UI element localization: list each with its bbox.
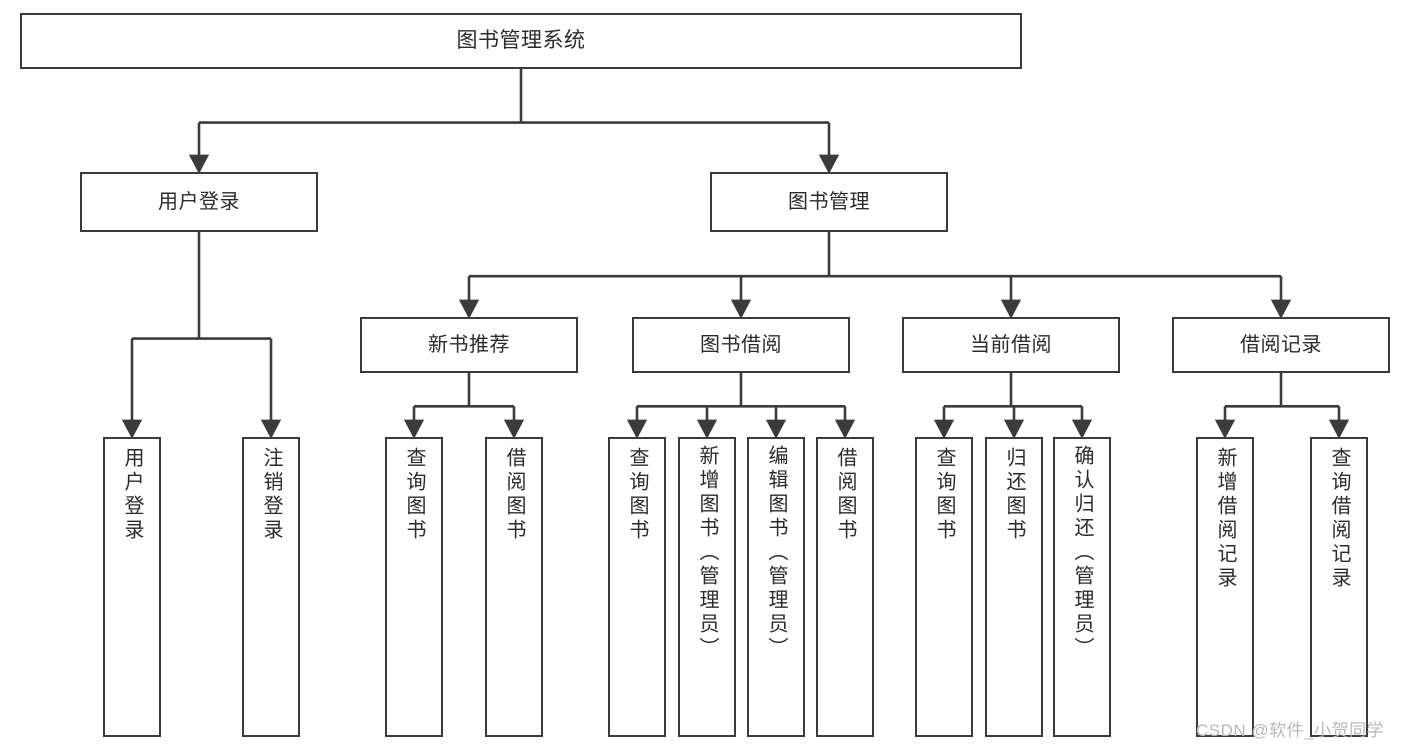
node-leaf-query-book-2[interactable]: 查询图书 [608,437,666,737]
node-leaf-add-book[interactable]: 新增图书（管理员） [678,437,736,737]
node-leaf-add-record-label: 新增借阅记录 [1214,447,1236,591]
node-leaf-query-book-3-label: 查询图书 [933,447,955,543]
node-borrow-record[interactable]: 借阅记录 [1172,317,1390,373]
node-leaf-user-login-label: 用户登录 [121,447,143,543]
node-leaf-borrow-book-2[interactable]: 借阅图书 [816,437,874,737]
node-book-manage-label: 图书管理 [788,190,870,213]
node-user-login[interactable]: 用户登录 [80,172,318,232]
node-leaf-confirm-return-label: 确认归还（管理员） [1071,445,1093,661]
node-new-book-rec-label: 新书推荐 [428,333,510,356]
node-leaf-user-login[interactable]: 用户登录 [103,437,161,737]
node-leaf-query-book-3[interactable]: 查询图书 [915,437,973,737]
node-leaf-query-book-1[interactable]: 查询图书 [385,437,443,737]
node-root[interactable]: 图书管理系统 [20,13,1022,69]
node-new-book-rec[interactable]: 新书推荐 [360,317,578,373]
node-leaf-return-book[interactable]: 归还图书 [985,437,1043,737]
node-leaf-add-record[interactable]: 新增借阅记录 [1196,437,1254,737]
node-leaf-query-record-label: 查询借阅记录 [1328,447,1350,591]
node-leaf-borrow-book-1[interactable]: 借阅图书 [485,437,543,737]
node-leaf-query-book-2-label: 查询图书 [626,447,648,543]
node-leaf-user-logout[interactable]: 注销登录 [242,437,300,737]
node-leaf-add-book-label: 新增图书（管理员） [696,445,718,661]
node-current-borrow[interactable]: 当前借阅 [902,317,1120,373]
node-current-borrow-label: 当前借阅 [970,333,1052,356]
node-leaf-borrow-book-2-label: 借阅图书 [834,447,856,543]
node-leaf-borrow-book-1-label: 借阅图书 [503,447,525,543]
node-root-label: 图书管理系统 [456,29,586,53]
node-book-borrow-label: 图书借阅 [700,333,782,356]
node-leaf-query-book-1-label: 查询图书 [403,447,425,543]
node-leaf-return-book-label: 归还图书 [1003,447,1025,543]
node-leaf-query-record[interactable]: 查询借阅记录 [1310,437,1368,737]
node-leaf-edit-book-label: 编辑图书（管理员） [765,445,787,661]
csdn-watermark: CSDN @软件_小贺同学 [1196,721,1385,740]
node-user-login-label: 用户登录 [158,190,240,213]
node-book-borrow[interactable]: 图书借阅 [632,317,850,373]
node-leaf-edit-book[interactable]: 编辑图书（管理员） [747,437,805,737]
node-borrow-record-label: 借阅记录 [1240,333,1322,356]
node-leaf-user-logout-label: 注销登录 [260,447,282,543]
node-book-manage[interactable]: 图书管理 [710,172,948,232]
node-leaf-confirm-return[interactable]: 确认归还（管理员） [1053,437,1111,737]
